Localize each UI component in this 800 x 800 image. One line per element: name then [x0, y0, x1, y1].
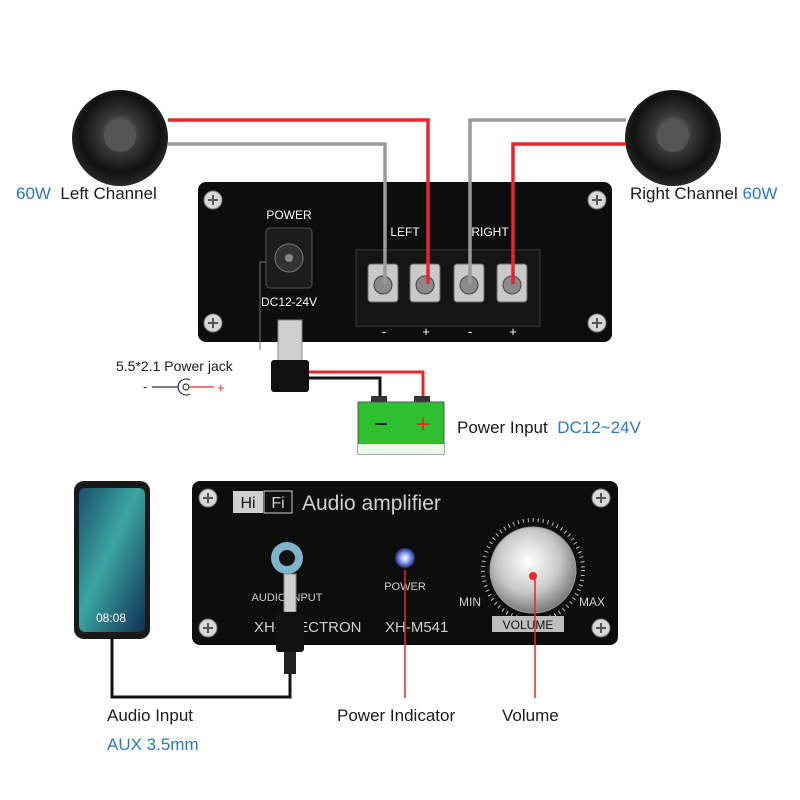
power-jack-symbol: - +	[143, 378, 225, 396]
aux-callout: AUX 3.5mm	[107, 735, 199, 754]
right-speaker	[625, 90, 721, 186]
right-speaker-watt: 60W	[742, 184, 778, 203]
smartphone: 08:08	[74, 481, 150, 639]
svg-text:-: -	[468, 324, 472, 339]
model-label: XH-M541	[385, 619, 448, 636]
hifi-fi: Fi	[271, 495, 284, 512]
battery-negative-wire	[309, 376, 382, 400]
left-channel-caption: 60W Left Channel	[16, 184, 157, 204]
right-negative-wire	[468, 118, 626, 284]
power-input-spec: DC12~24V	[557, 418, 641, 437]
power-input-label: Power Input	[457, 418, 548, 437]
board-power-label: POWER	[266, 208, 312, 222]
power-indicator-callout: Power Indicator	[337, 706, 456, 725]
left-negative-wire	[168, 142, 387, 284]
min-label: MIN	[459, 595, 481, 609]
volume-label: VOLUME	[503, 618, 554, 632]
power-jack-pointer	[259, 261, 266, 350]
amplifier-top-board: POWER DC12-24V LEFT RIGHT - + - +	[198, 182, 612, 342]
left-positive-wire	[168, 118, 430, 284]
brand-label: XH-ELECTRON	[254, 619, 362, 636]
right-channel-caption: Right Channel 60W	[630, 184, 777, 204]
aux-cable	[110, 573, 304, 699]
left-channel-name: Left Channel	[60, 184, 157, 203]
svg-text:+: +	[509, 324, 517, 339]
audio-input-callout: Audio Input	[107, 706, 194, 725]
amplifier-front-panel: Hi Fi Audio amplifier AUDIO INPUT POWER …	[192, 481, 618, 645]
left-speaker	[72, 90, 168, 186]
panel-title: Audio amplifier	[302, 492, 441, 515]
board-left-label: LEFT	[390, 225, 420, 239]
volume-callout: Volume	[502, 706, 559, 725]
speaker-wires	[168, 118, 626, 284]
svg-text:-: -	[382, 324, 386, 339]
svg-text:−: −	[374, 411, 388, 438]
board-dc-label: DC12-24V	[261, 295, 317, 309]
power-jack-label: 5.5*2.1 Power jack	[116, 358, 233, 374]
svg-text:+: +	[416, 411, 430, 438]
battery-icon: − +	[357, 396, 445, 455]
phone-time: 08:08	[96, 611, 126, 625]
left-speaker-watt: 60W	[16, 184, 51, 203]
volume-knob	[489, 526, 577, 614]
board-right-label: RIGHT	[471, 225, 509, 239]
max-label: MAX	[579, 595, 605, 609]
svg-text:-: -	[143, 379, 147, 394]
hifi-hi: Hi	[240, 495, 255, 512]
right-channel-name: Right Channel	[630, 184, 738, 203]
svg-text:+: +	[217, 380, 225, 395]
svg-text:+: +	[422, 324, 430, 339]
power-input-caption: Power Input DC12~24V	[457, 418, 641, 438]
power-plug	[271, 319, 309, 392]
battery-positive-wire	[309, 370, 425, 400]
power-led-icon	[395, 548, 415, 568]
right-positive-wire	[511, 142, 626, 284]
